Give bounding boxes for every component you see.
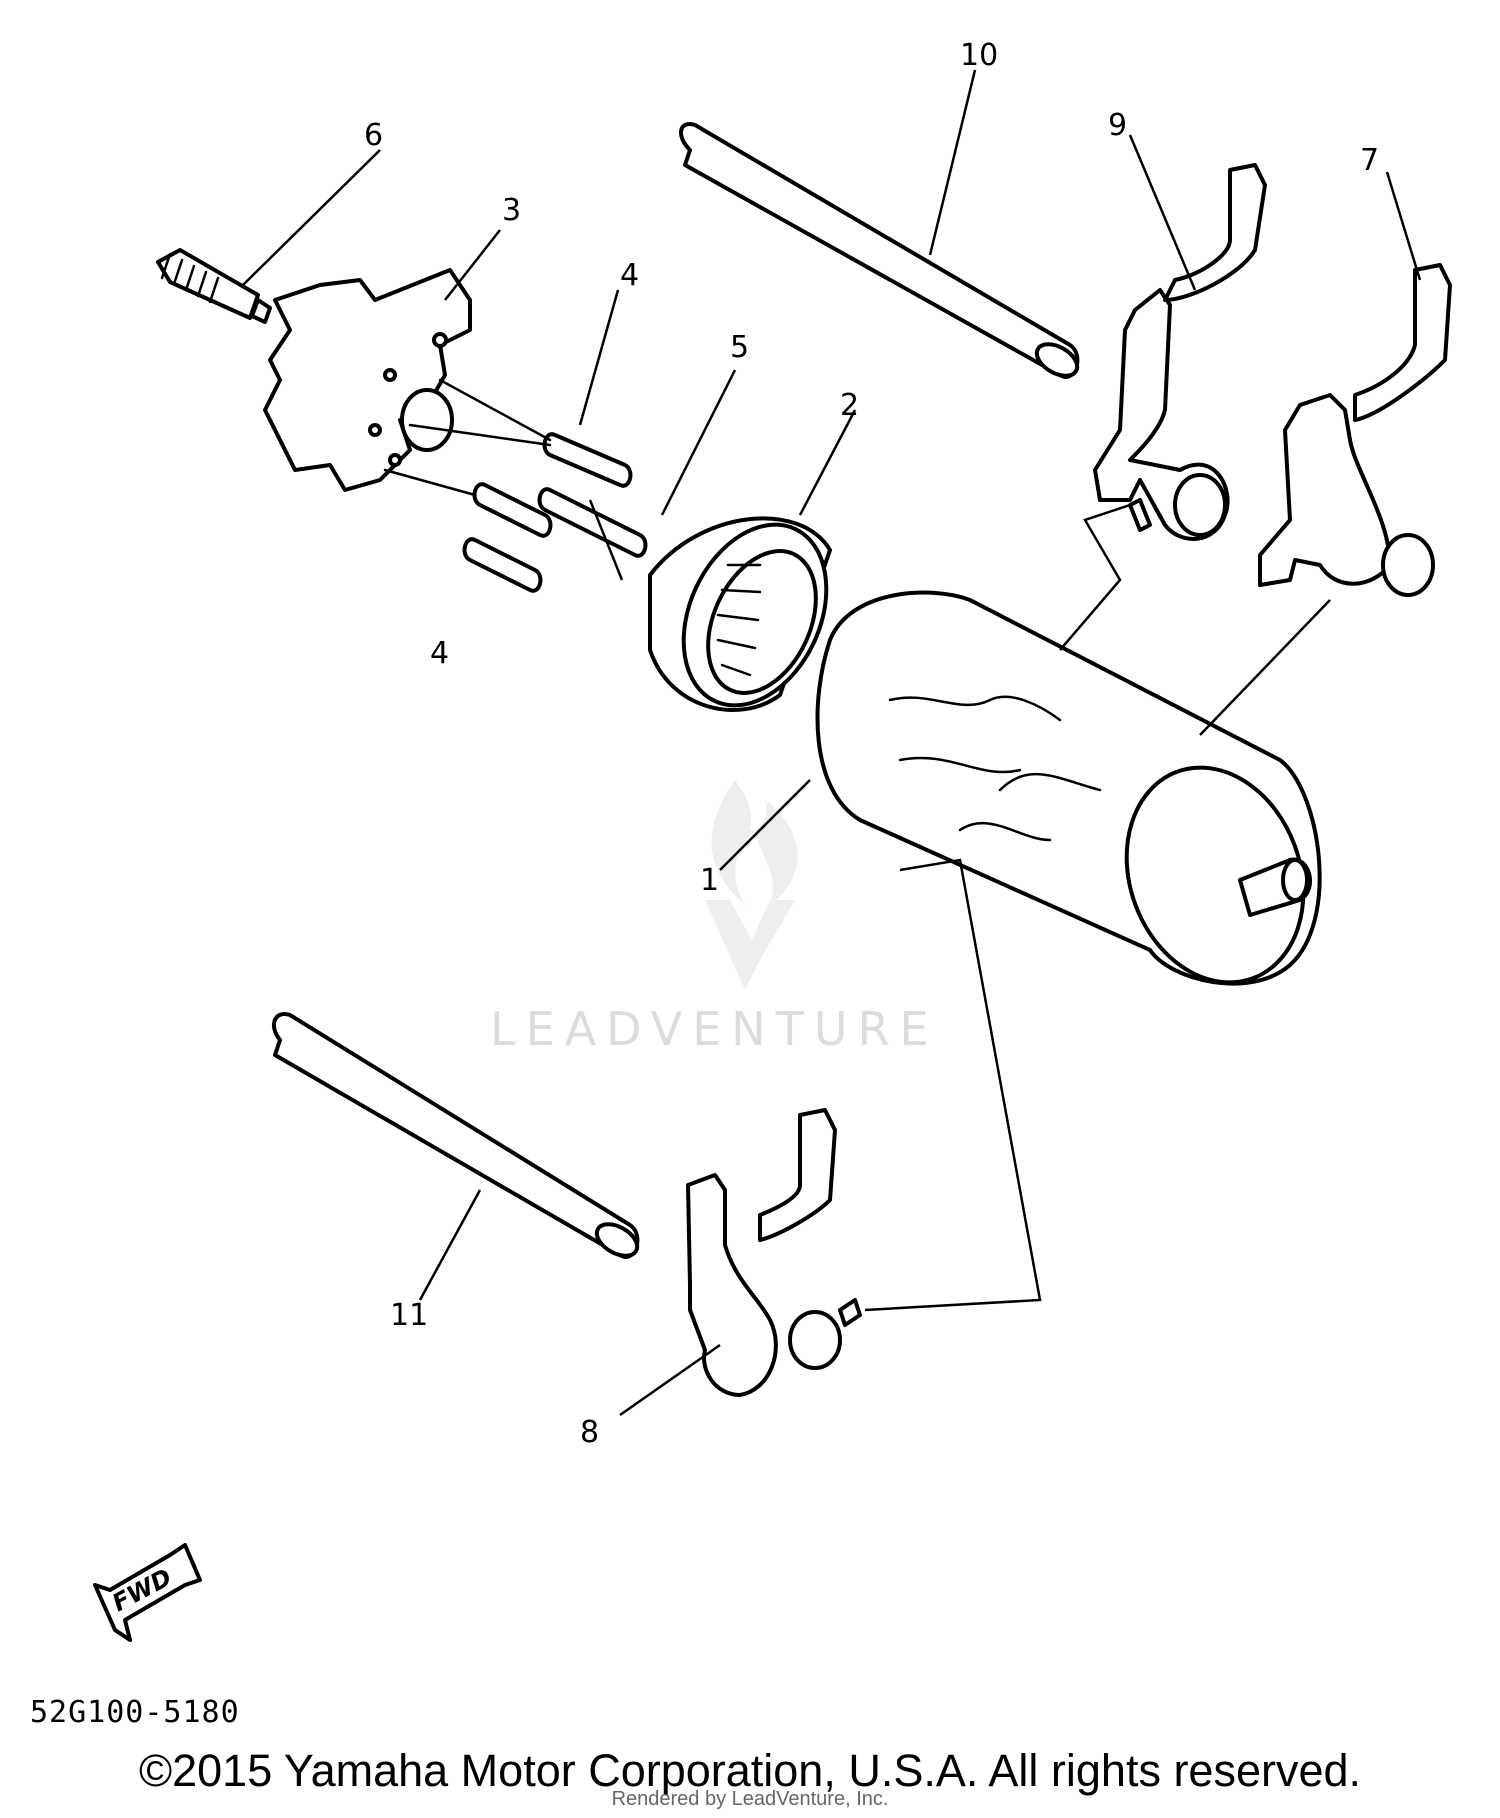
callout-labels: 1 2 3 4 4 5 6 7 8 9 10 11 [364,38,1379,1450]
callout-8: 8 [580,1415,599,1450]
callout-5: 5 [730,330,749,365]
part-1-shift-cam-drum [815,590,1322,986]
copyright-notice: ©2015 Yamaha Motor Corporation, U.S.A. A… [138,1745,1362,1796]
part-2-bearing [648,516,832,712]
callout-6: 6 [364,118,383,153]
part-11-shift-fork-shaft [271,1012,640,1259]
callout-2: 2 [840,388,859,423]
part-10-shift-fork-shaft [679,122,1080,379]
part-3-segment [263,268,472,492]
callout-11: 11 [390,1298,428,1333]
part-4-pin-middle [472,482,553,538]
part-8-shift-fork [686,1108,862,1397]
watermark-brand-text: LEADVENTURE [490,1002,939,1056]
leader-lines [242,69,1422,1417]
part-7-shift-fork [1258,263,1452,597]
part-4-pin-upper [542,432,633,488]
callout-1: 1 [700,863,719,898]
part-9-shift-fork [1093,163,1267,541]
part-4-pin-lower [462,537,543,593]
rendered-by-credit: Rendered by LeadVenture, Inc. [611,1788,889,1810]
callout-10: 10 [960,38,998,73]
callout-4-lower: 4 [430,636,449,671]
callout-3: 3 [502,193,521,228]
callout-7: 7 [1360,143,1379,178]
fwd-arrow-icon: FWD [93,1543,202,1642]
part-6-screw [156,248,272,324]
leadventure-watermark-logo [705,780,798,990]
callout-9: 9 [1108,108,1127,143]
callout-4-upper: 4 [620,258,639,293]
part-5-pin [537,487,648,558]
diagram-part-code: 52G100-5180 [30,1695,240,1730]
